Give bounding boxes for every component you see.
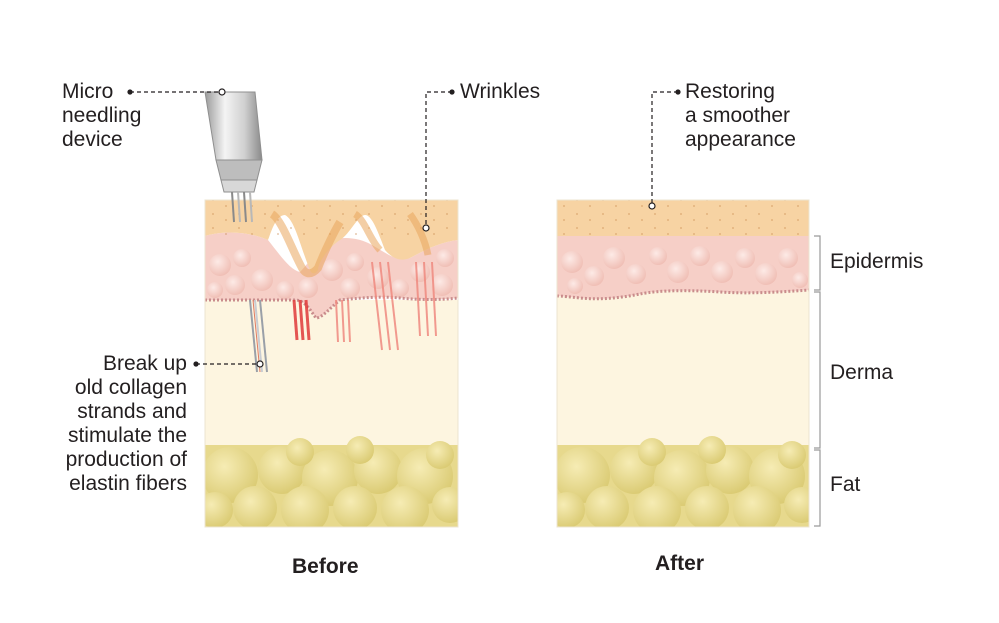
epidermis-cells-after [561, 246, 808, 294]
label-derma: Derma [830, 361, 894, 384]
label-restoring-line: Restoring [685, 80, 775, 103]
leader-lines [130, 91, 678, 365]
leader-restoring [651, 91, 678, 206]
label-collagen-line: elastin fibers [69, 472, 187, 495]
label-wrinkles: Wrinkles [460, 80, 541, 103]
label-collagen-line: Break up [102, 352, 187, 375]
layer-brackets [814, 235, 821, 527]
label-collagen-line: production of [65, 448, 187, 471]
label-device-line: Micro [62, 80, 114, 103]
label-restoring-line: a smoother [685, 104, 791, 127]
title-before: Before [292, 555, 359, 578]
basal-membrane-before [205, 295, 458, 320]
label-fat: Fat [830, 473, 861, 496]
label-device: Micro needling device [62, 80, 141, 152]
label-device-line: device [62, 128, 123, 151]
microneedling-device-icon [204, 91, 263, 223]
label-collagen-line: strands and [77, 400, 187, 423]
label-collagen-line: old collagen [74, 376, 187, 399]
fat-cells-before [205, 436, 458, 527]
fat-cells-after [557, 436, 809, 527]
collagen-channels [292, 261, 437, 351]
leader-wrinkles [425, 91, 452, 228]
wrinkle-shadow [269, 210, 344, 278]
label-collagen-line: stimulate the [67, 424, 187, 447]
title-after: After [655, 552, 705, 575]
derma-layer-before [205, 300, 458, 450]
label-device-line: needling [62, 104, 142, 127]
label-restoring-line: appearance [685, 128, 796, 151]
label-epidermis: Epidermis [830, 250, 924, 273]
basal-membrane-after [557, 288, 809, 301]
derma-bracket [814, 291, 821, 449]
label-collagen: Break up old collagen strands and stimul… [66, 352, 187, 496]
epidermis-bracket [814, 235, 821, 291]
epidermis-cells-before [207, 249, 454, 299]
derma-layer-after [557, 290, 809, 450]
label-restoring: Restoring a smoother appearance [685, 80, 796, 152]
fat-bracket [814, 449, 821, 527]
skin-before [205, 200, 458, 527]
needle-track [249, 299, 268, 373]
skin-after [557, 200, 809, 527]
